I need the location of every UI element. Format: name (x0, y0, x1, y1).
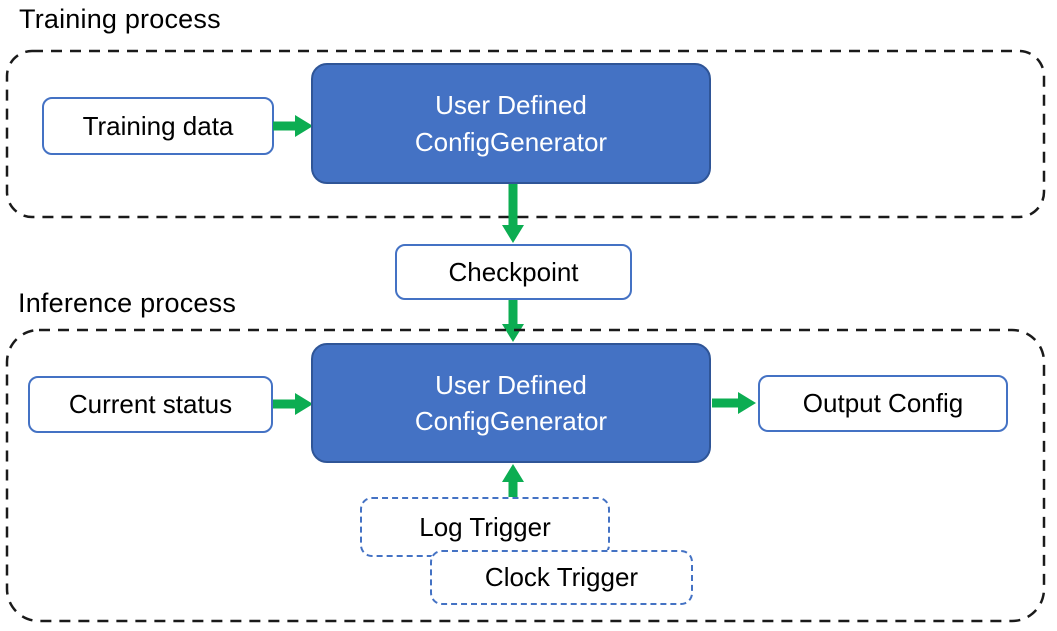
config-generator-inference-line1: User Defined (435, 369, 587, 400)
output-config-node: Output Config (758, 375, 1008, 432)
arrow-right-output-icon (712, 392, 756, 414)
checkpoint-node: Checkpoint (395, 244, 632, 300)
config-generator-inference-node: User Defined ConfigGenerator (311, 343, 711, 463)
current-status-label: Current status (68, 389, 233, 419)
config-generator-inference-line2: ConfigGenerator (414, 406, 608, 436)
config-generator-training-line1: User Defined (435, 90, 587, 121)
output-config-label: Output Config (802, 388, 964, 418)
inference-process-label: Inference process (18, 288, 237, 318)
training-data-node: Training data (42, 97, 274, 155)
log-trigger-label: Log Trigger (419, 511, 551, 542)
config-generator-training-line2: ConfigGenerator (414, 126, 608, 157)
arrow-down-inference-icon (502, 300, 524, 342)
config-generator-training-node: User Defined ConfigGenerator (311, 63, 711, 184)
clock-trigger-label: Clock Trigger (484, 562, 639, 592)
arrow-right-inference-icon (273, 393, 313, 415)
arrow-up-trigger-icon (502, 464, 524, 498)
clock-trigger-node: Clock Trigger (430, 550, 693, 605)
arrow-down-checkpoint-icon (502, 184, 524, 243)
training-data-label: Training data (82, 110, 234, 141)
training-process-label: Training process (19, 4, 221, 34)
arrow-right-training-icon (273, 115, 313, 137)
current-status-node: Current status (28, 376, 273, 433)
log-trigger-node: Log Trigger (360, 497, 610, 557)
checkpoint-label: Checkpoint (448, 256, 579, 287)
